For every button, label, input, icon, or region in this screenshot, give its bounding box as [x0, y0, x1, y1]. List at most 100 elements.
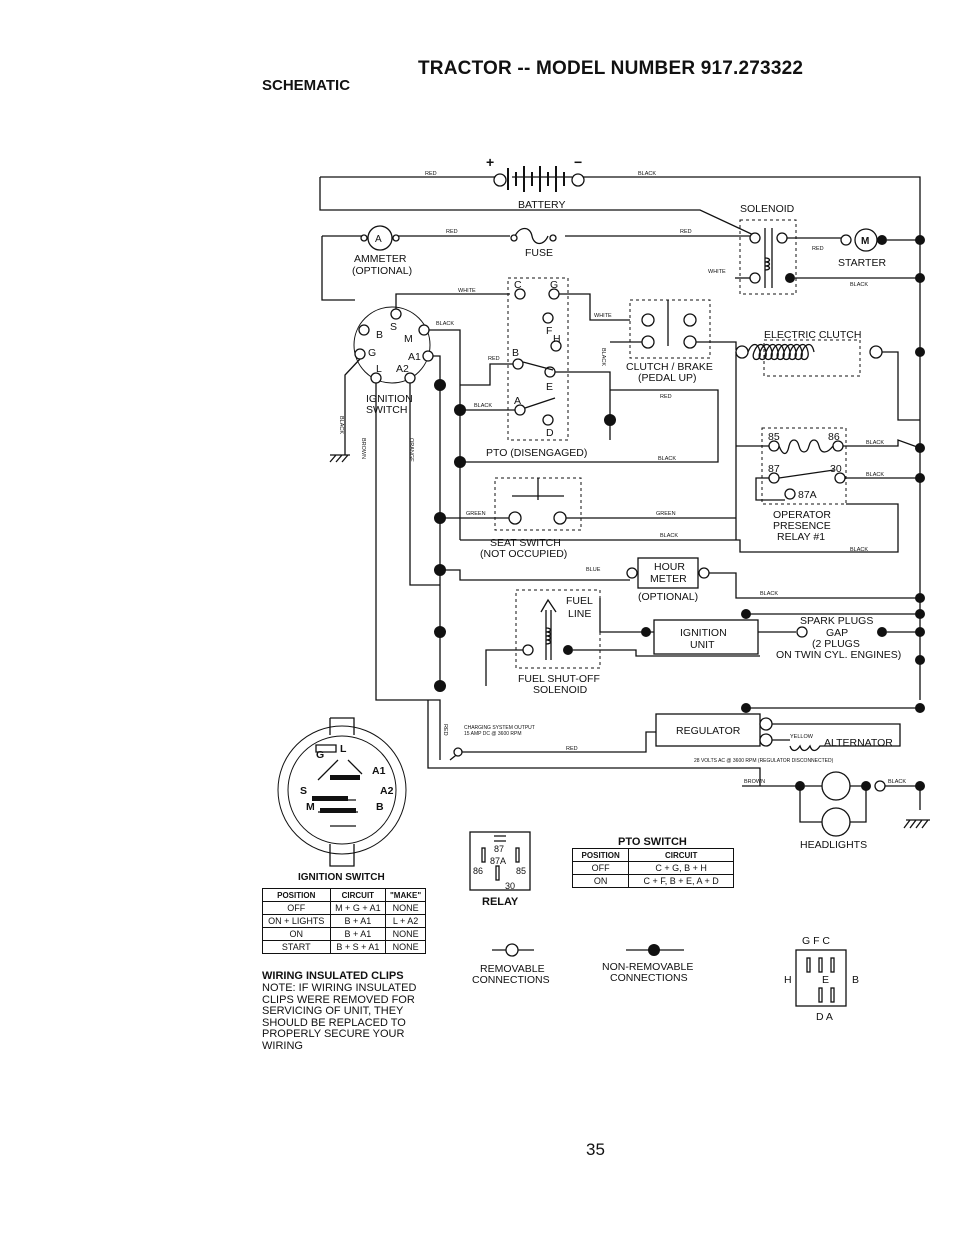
- table-cell: NONE: [385, 940, 426, 954]
- ignition-unit: IGNITION UNIT SPARK PLUGS GAP (2 PLUGS O…: [599, 598, 925, 665]
- removable-label-2: CONNECTIONS: [472, 974, 550, 986]
- alternator-label: ALTERNATOR: [824, 737, 893, 749]
- table-row: ON B + A1 NONE: [262, 927, 426, 941]
- fuel-shutoff-solenoid: FUEL LINE FUEL SHUT-OFF SOLENOID: [485, 589, 760, 696]
- wire-label: BLACK: [600, 348, 606, 366]
- nonremovable-label-2: CONNECTIONS: [610, 972, 688, 984]
- table-row: START B + S + A1 NONE: [262, 940, 426, 954]
- table-header: CIRCUIT: [329, 888, 387, 902]
- pin-87: 87: [494, 844, 504, 854]
- ignition-unit-label: IGNITION: [680, 627, 727, 639]
- pto-pin-b: B: [852, 974, 859, 986]
- table-header: "MAKE": [385, 888, 426, 902]
- connection-legend: REMOVABLE CONNECTIONS NON-REMOVABLE CONN…: [472, 943, 693, 986]
- table-row: ON C + F, B + E, A + D: [571, 874, 734, 888]
- pto-terminal-h: H: [553, 333, 561, 345]
- relay-86: 86: [828, 431, 840, 443]
- svg-text:A: A: [375, 234, 382, 245]
- table-cell: B + S + A1: [329, 940, 387, 954]
- svg-text:−: −: [574, 154, 582, 170]
- terminal-g: G: [368, 347, 376, 359]
- table-cell: ON: [262, 927, 331, 941]
- fuel-solenoid-label-2: SOLENOID: [533, 684, 588, 696]
- page-title: TRACTOR -- MODEL NUMBER 917.273322: [418, 58, 804, 79]
- electric-clutch: ELECTRIC CLUTCH: [735, 329, 920, 540]
- fuel-line-label-2: LINE: [568, 608, 591, 620]
- wire-label: RED: [442, 724, 448, 736]
- operator-relay-label: OPERATOR: [773, 509, 831, 521]
- spark-plugs-label: SPARK PLUGS: [800, 615, 873, 627]
- seat-switch: GREEN GREEN BLACK SEAT SWITCH (NOT OCCUP…: [440, 477, 736, 560]
- table-cell: M + G + A1: [329, 901, 387, 915]
- relay-caption: RELAY: [482, 896, 519, 908]
- wire-label: BROWN: [744, 779, 765, 785]
- conn-terminal-a2: A2: [380, 785, 394, 797]
- removable-connection-icon: [505, 943, 519, 957]
- clips-note-text: NOTE: IF WIRING INSULATED CLIPS WERE REM…: [262, 982, 417, 1052]
- hour-meter-optional: (OPTIONAL): [638, 591, 698, 603]
- spark-twin-cyl: ON TWIN CYL. ENGINES): [776, 649, 901, 661]
- table-cell: OFF: [262, 901, 331, 915]
- wire-label: BLUE: [586, 567, 601, 573]
- wire-label: BLACK: [850, 282, 868, 288]
- charging-note: CHARGING SYSTEM OUTPUT: [464, 725, 535, 731]
- wire-label: GREEN: [466, 511, 486, 517]
- table-cell: B + A1: [329, 927, 387, 941]
- wire-label: BLACK: [338, 416, 344, 434]
- charging-note-2: 15 AMP DC @ 3600 RPM: [464, 731, 522, 737]
- wire-label: RED: [680, 229, 692, 235]
- table-cell: L + A2: [385, 914, 426, 928]
- solenoid-starter-circuit: A AMMETER (OPTIONAL) FUSE RED RED SOLENO…: [321, 203, 925, 301]
- table-row: ON + LIGHTS B + A1 L + A2: [262, 914, 426, 928]
- pto-pin-h: H: [784, 974, 792, 986]
- headlights: BROWN BLACK HEADLIGHTS: [742, 771, 930, 851]
- table-cell: ON + LIGHTS: [262, 914, 331, 928]
- ignition-switch-label-2: SWITCH: [366, 404, 407, 416]
- pto-table-caption: PTO SWITCH: [618, 836, 687, 848]
- fuel-line-label: FUEL: [566, 595, 593, 607]
- pto-terminal-e: E: [546, 381, 553, 393]
- wire-label: BLACK: [866, 440, 884, 446]
- wire-label: BLACK: [888, 779, 906, 785]
- hour-meter-label: HOUR: [654, 561, 685, 573]
- fuel-solenoid-label: FUEL SHUT-OFF: [518, 673, 600, 685]
- spark-gap-label: GAP: [826, 627, 848, 639]
- ignition-unit-label-2: UNIT: [690, 639, 715, 651]
- relay-87: 87: [768, 463, 780, 475]
- ignition-switch-connector: G L A1 A2 S M B: [277, 717, 407, 867]
- ammeter-icon: [367, 225, 393, 251]
- wire-label: WHITE: [708, 269, 726, 275]
- conn-terminal-b: B: [376, 801, 384, 813]
- fuse-icon: [514, 227, 549, 245]
- table-cell: START: [262, 940, 331, 954]
- spark-plugs-count: (2 PLUGS: [812, 638, 860, 650]
- conn-terminal-g: G: [316, 749, 324, 761]
- pto-label: PTO (DISENGAGED): [486, 447, 587, 459]
- wire-label: ORANGE: [408, 438, 414, 462]
- wire-label: BLACK: [866, 472, 884, 478]
- ignition-switch-table: POSITION CIRCUIT "MAKE" OFF M + G + A1 N…: [262, 888, 426, 954]
- electric-clutch-label: ELECTRIC CLUTCH: [764, 329, 861, 341]
- alternator-note: 28 VOLTS AC @ 3600 RPM (REGULATOR DISCON…: [694, 758, 834, 764]
- terminal-m: M: [404, 333, 413, 345]
- pto-switch-table: POSITION CIRCUIT OFF C + G, B + H ON C +…: [571, 848, 734, 888]
- conn-terminal-s: S: [300, 785, 307, 797]
- ignition-switch: B S M G A1 L A2 IGNITION SWITCH WHITE BL…: [329, 288, 510, 760]
- pto-pins-bottom: D A: [816, 1011, 833, 1023]
- clips-note-title: WIRING INSULATED CLIPS: [262, 970, 404, 982]
- charging-system: REGULATOR ALTERNATOR YELLOW RED CHARGING…: [427, 700, 925, 786]
- operator-presence-relay: 85 86 87 30 87A BLACK BLACK OPERATOR PRE…: [736, 427, 925, 553]
- battery: + − BATTERY RED BLACK: [319, 154, 921, 700]
- wire-label: BROWN: [360, 438, 366, 459]
- relay-85: 85: [768, 431, 780, 443]
- relay-30: 30: [830, 463, 842, 475]
- wire-label: BLACK: [474, 403, 492, 409]
- pin-30: 30: [505, 881, 515, 891]
- ammeter-optional-label: (OPTIONAL): [352, 265, 412, 277]
- terminal-a2: A2: [396, 363, 409, 375]
- solenoid-box: [739, 219, 797, 295]
- wire-label: GREEN: [656, 511, 676, 517]
- table-cell: B + A1: [329, 914, 387, 928]
- table-header: POSITION: [571, 848, 630, 862]
